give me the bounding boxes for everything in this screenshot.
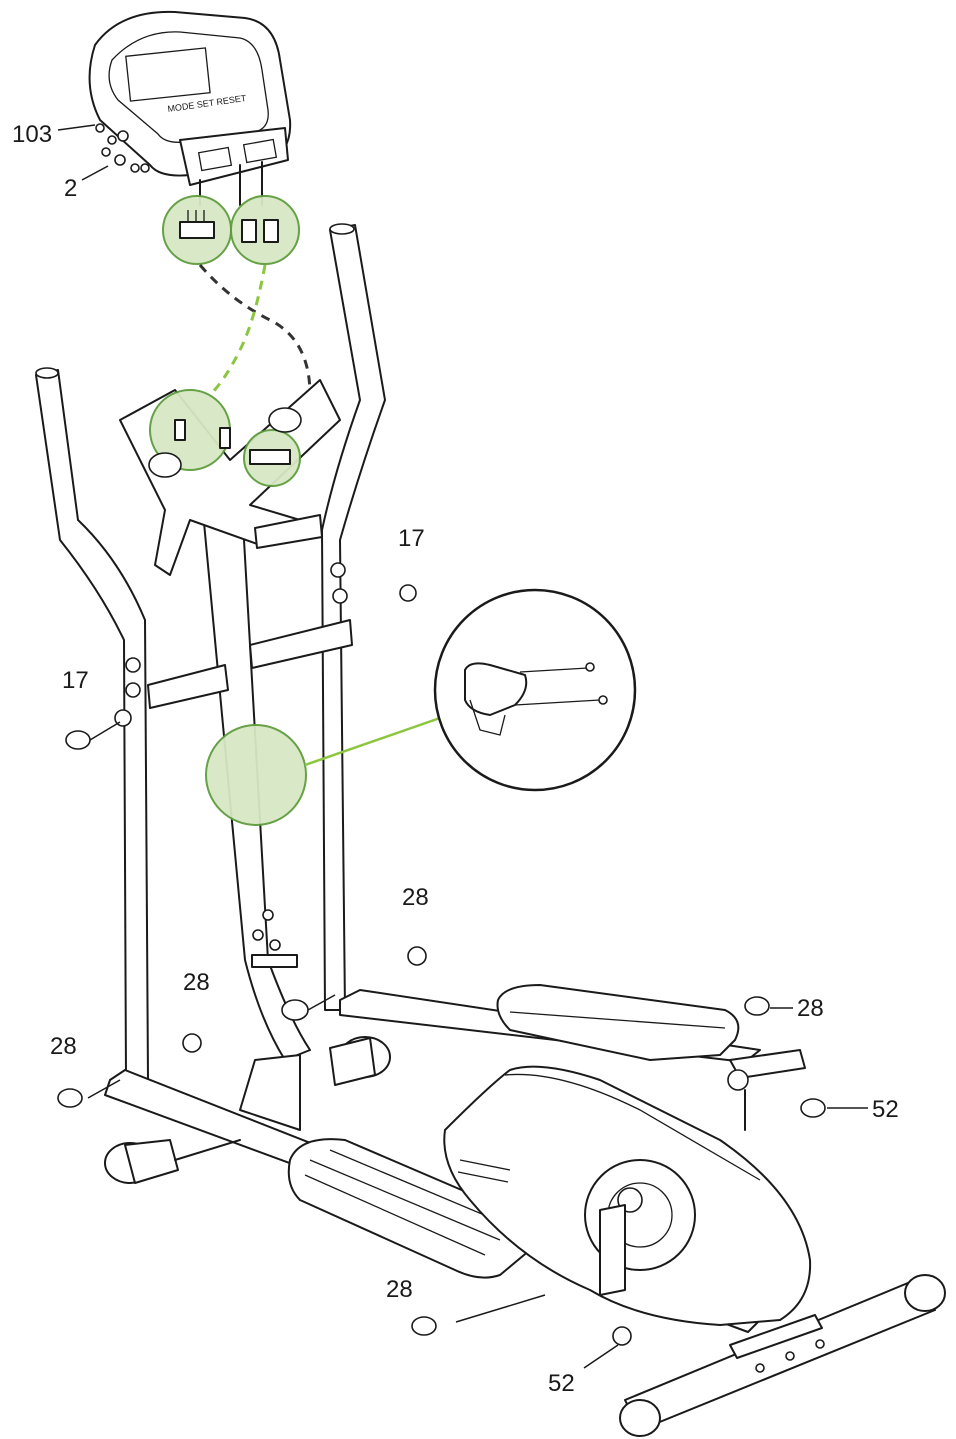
label-52-bottom: 52 — [548, 1370, 575, 1397]
label-103: 103 — [12, 121, 52, 148]
detail-zoom-circle — [433, 588, 637, 792]
cable-path-dark — [198, 264, 312, 396]
right-axle — [727, 1049, 806, 1131]
right-handlebar — [321, 223, 386, 1011]
flywheel-housing — [443, 1065, 812, 1326]
front-stabilizer — [619, 1274, 946, 1437]
label-28-right: 28 — [797, 995, 824, 1022]
console-unit: MODE SET RESET — [88, 10, 292, 206]
console-screws — [95, 123, 150, 173]
upright-bolts — [114, 562, 348, 727]
detail-leader — [304, 716, 441, 767]
connector-plug-icon — [179, 210, 279, 243]
label-28-mid: 28 — [402, 884, 429, 911]
label-17-left: 17 — [62, 667, 89, 694]
rear-stabilizer — [104, 1036, 391, 1184]
label-28-left-outer: 28 — [50, 1033, 77, 1060]
label-28-left-inner: 28 — [183, 969, 210, 996]
part-caps — [57, 584, 826, 1346]
label-2: 2 — [64, 175, 77, 202]
center-mast — [119, 379, 353, 1061]
right-pedal — [496, 984, 740, 1061]
label-52-right: 52 — [872, 1096, 899, 1123]
cable-path-green — [208, 264, 267, 397]
detail-highlight — [205, 724, 307, 826]
leader-lines — [57, 124, 868, 1369]
label-17-right: 17 — [398, 525, 425, 552]
left-handlebar — [35, 367, 149, 1081]
label-28-bottom: 28 — [386, 1276, 413, 1303]
